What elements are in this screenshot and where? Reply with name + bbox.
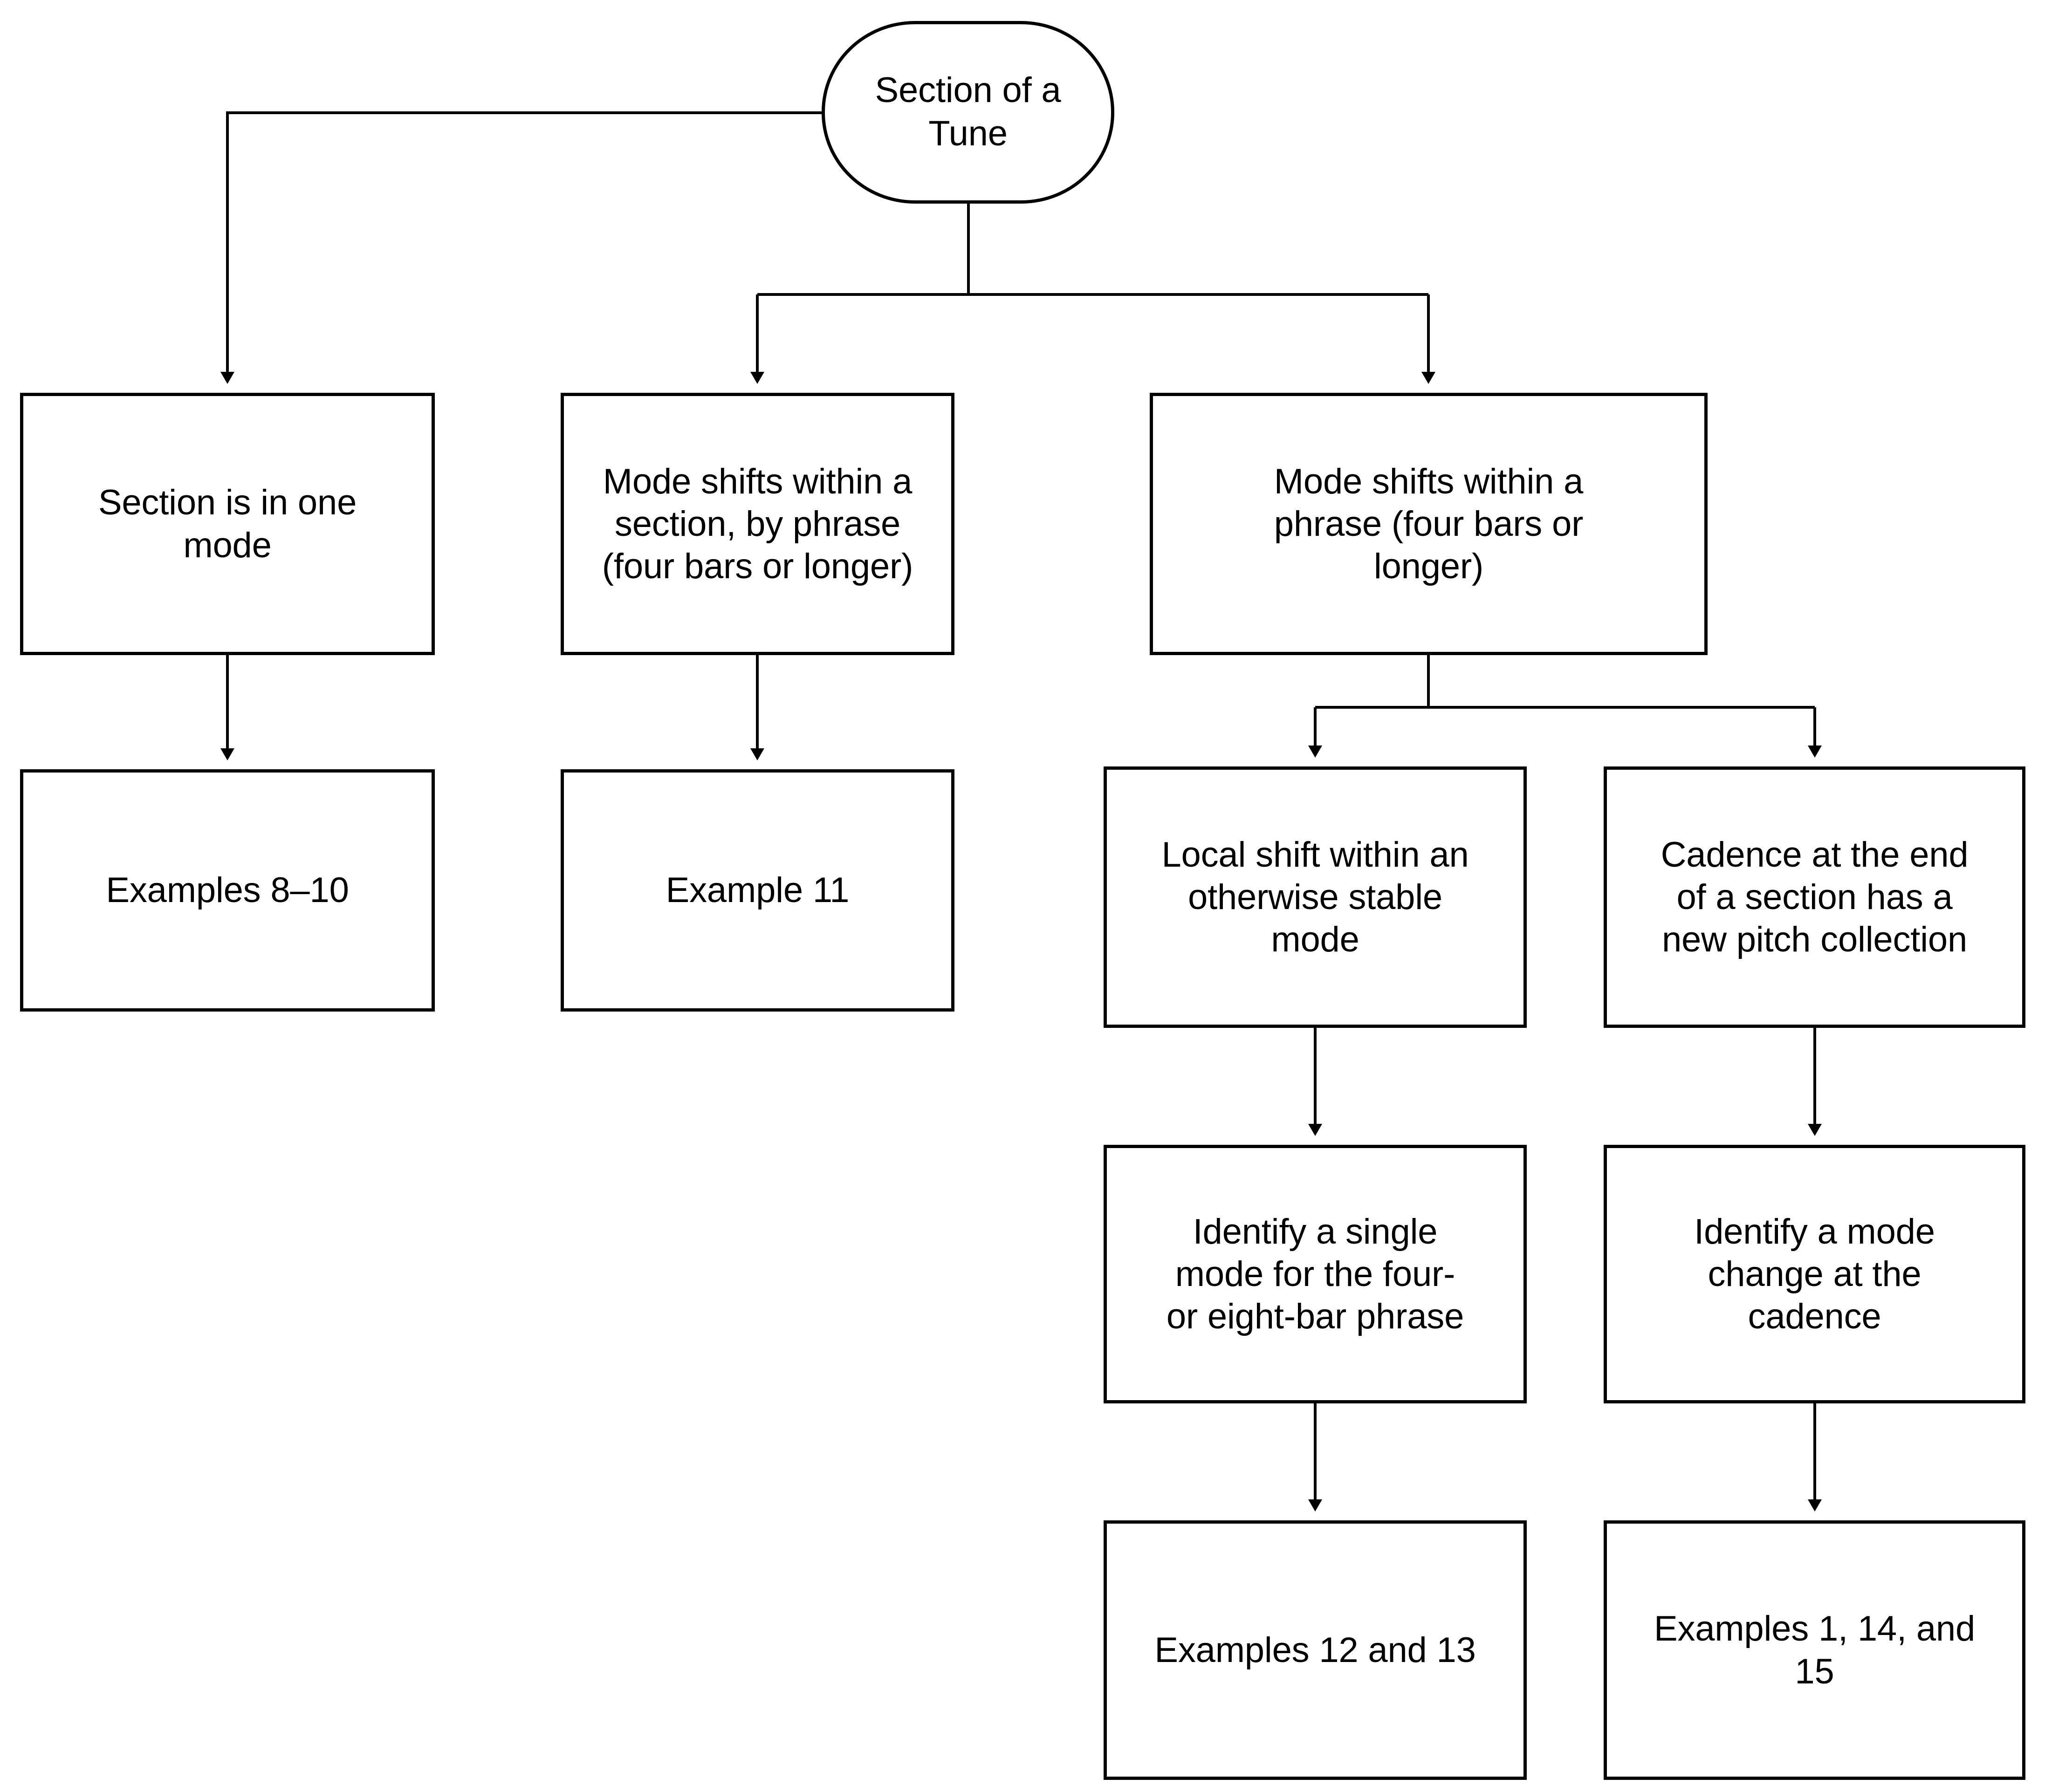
- node-label: Examples 12 and 13: [1154, 1630, 1476, 1670]
- node-examples-8-10[interactable]: Examples 8–10: [20, 769, 435, 1012]
- node-label: Local shift within an otherwise stable m…: [1161, 834, 1469, 960]
- node-examples-1-14-and-15[interactable]: Examples 1, 14, and 15: [1604, 1520, 2025, 1780]
- node-label: Identify a single mode for the four- or …: [1166, 1211, 1464, 1337]
- node-label: Identify a mode change at the cadence: [1694, 1211, 1935, 1337]
- node-mode-shifts-within-a-phrase[interactable]: Mode shifts within a phrase (four bars o…: [1150, 393, 1708, 655]
- node-label: Examples 8–10: [106, 870, 349, 910]
- node-label: Cadence at the end of a section has a ne…: [1661, 834, 1969, 960]
- node-label: Examples 1, 14, and 15: [1654, 1609, 1976, 1691]
- node-mode-shifts-within-a-section-by-phrase[interactable]: Mode shifts within a section, by phrase …: [561, 393, 954, 655]
- node-label: Example 11: [666, 870, 850, 910]
- node-section-of-a-tune[interactable]: Section of a Tune: [822, 21, 1114, 204]
- node-label: Section of a Tune: [875, 70, 1061, 153]
- node-example-11[interactable]: Example 11: [561, 769, 954, 1012]
- node-identify-single-mode[interactable]: Identify a single mode for the four- or …: [1104, 1145, 1527, 1403]
- node-local-shift-within-stable-mode[interactable]: Local shift within an otherwise stable m…: [1104, 766, 1527, 1028]
- edge-root-to-one-mode: [220, 111, 822, 384]
- node-identify-mode-change-at-cadence[interactable]: Identify a mode change at the cadence: [1604, 1145, 2025, 1403]
- node-cadence-new-pitch-collection[interactable]: Cadence at the end of a section has a ne…: [1604, 766, 2025, 1028]
- node-section-is-in-one-mode[interactable]: Section is in one mode: [20, 393, 435, 655]
- node-examples-12-and-13[interactable]: Examples 12 and 13: [1104, 1520, 1527, 1780]
- edge-root-split-bar: [757, 204, 1428, 296]
- node-label: Mode shifts within a phrase (four bars o…: [1274, 461, 1584, 587]
- node-label: Section is in one mode: [98, 483, 357, 565]
- node-label: Mode shifts within a section, by phrase …: [602, 461, 913, 587]
- edge-shift-within-phrase-split-bar: [1315, 655, 1815, 709]
